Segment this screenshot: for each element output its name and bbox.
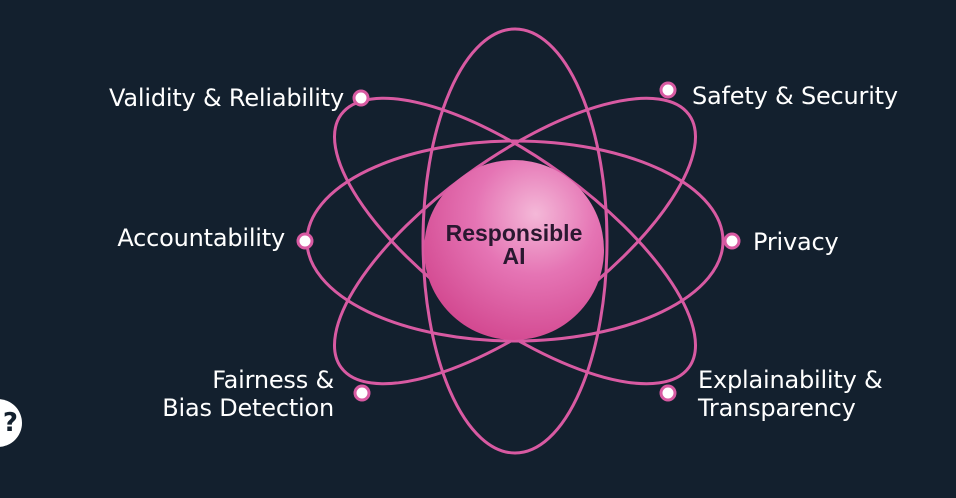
center-sphere [424, 160, 604, 340]
orbit-vertical [421, 27, 609, 455]
center-label-line2: AI [502, 243, 526, 269]
node-dot-fairness [353, 384, 371, 402]
label-fairness-bias: Fairness & Bias Detection [162, 366, 334, 422]
label-explainability-line1: Explainability & [698, 366, 883, 394]
node-dot-safety [659, 81, 677, 99]
label-fairness-line1: Fairness & [212, 366, 334, 394]
center-label: Responsible AI [414, 222, 614, 268]
label-explainability-line2: Transparency [698, 394, 856, 422]
label-explainability-transparency: Explainability & Transparency [698, 366, 883, 422]
node-dot-accountability [296, 232, 314, 250]
label-accountability: Accountability [117, 224, 285, 252]
center-label-line1: Responsible [445, 220, 583, 246]
label-fairness-line2: Bias Detection [162, 394, 334, 422]
label-safety-security: Safety & Security [692, 82, 898, 110]
label-validity-reliability: Validity & Reliability [109, 84, 344, 112]
help-icon[interactable]: ? [0, 399, 22, 447]
label-privacy: Privacy [753, 228, 839, 256]
node-dot-validity [352, 89, 370, 107]
node-dot-explainability [659, 384, 677, 402]
node-dot-privacy [723, 232, 741, 250]
